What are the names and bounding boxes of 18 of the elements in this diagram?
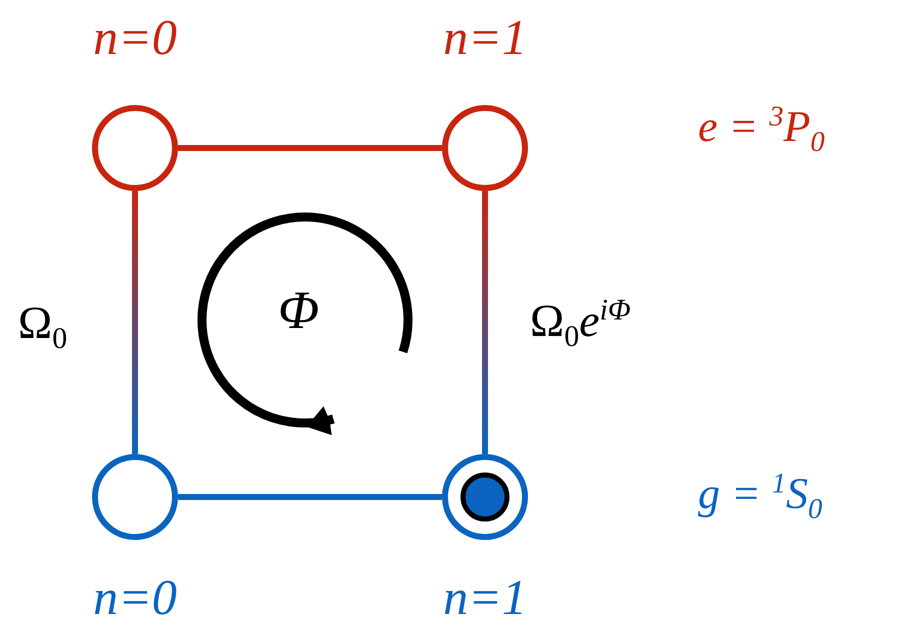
coupling-line — [132, 191, 138, 454]
state-label: g = $^{1}$S$_{0}$ — [698, 472, 822, 516]
quantum-number-label: n=1 — [443, 12, 527, 62]
state-circle — [441, 104, 529, 192]
phase-label: Φ — [278, 283, 320, 337]
state-circle — [91, 104, 179, 192]
atom-dot — [459, 471, 511, 523]
quantum-number-label: n=1 — [443, 572, 527, 622]
state-circle — [441, 453, 529, 541]
coupling-line — [178, 494, 442, 500]
state-label: e = $^{3}$P$_{0}$ — [698, 105, 825, 149]
quantum-number-label: n=0 — [93, 12, 177, 62]
coupling-line — [178, 145, 442, 151]
edge-label: Ω$_{0}$e$^{iΦ}$ — [530, 298, 631, 344]
quantum-number-label: n=0 — [93, 572, 177, 622]
edge-label: Ω$_{0}$ — [18, 300, 68, 346]
coupling-line — [482, 191, 488, 454]
state-circle — [91, 453, 179, 541]
